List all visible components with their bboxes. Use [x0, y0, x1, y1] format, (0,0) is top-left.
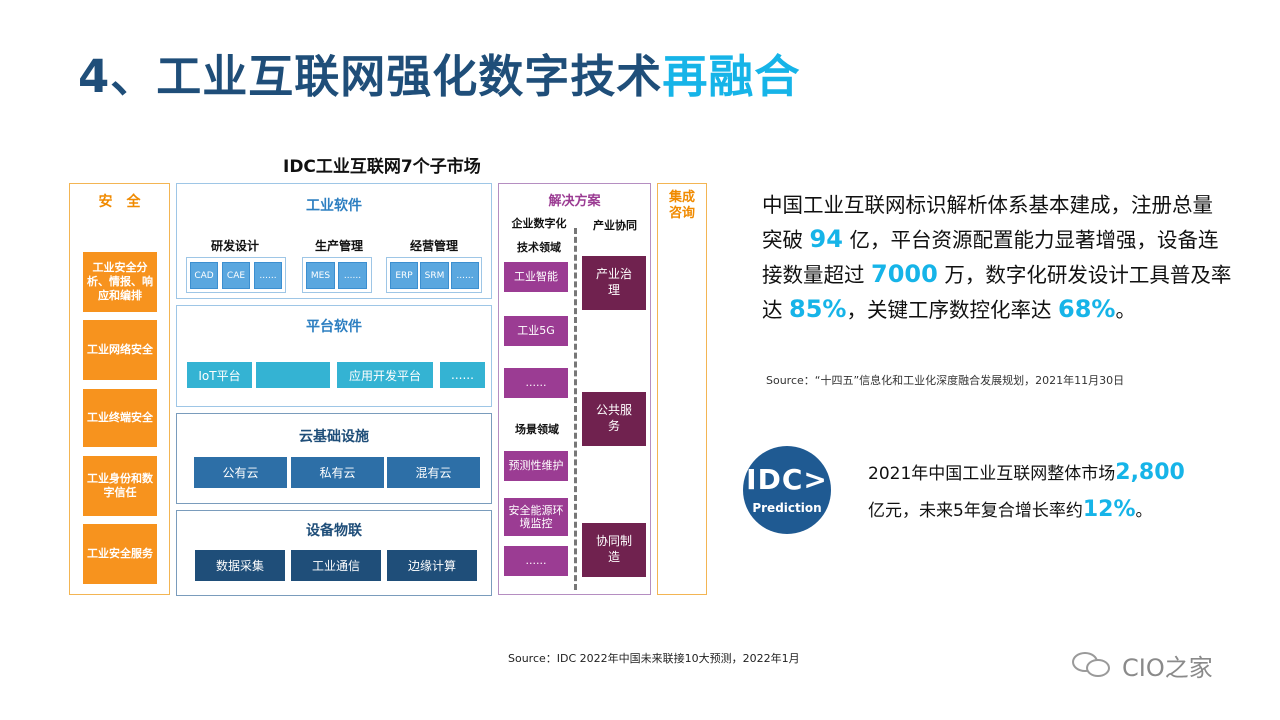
footer-source: Source：IDC 2022年中国未来联接10大预测，2022年1月: [508, 652, 800, 665]
software-chip: CAE: [222, 262, 250, 289]
market-text: 。: [1135, 501, 1153, 521]
wechat-icon: [1072, 650, 1116, 680]
iot-item: 工业通信: [291, 550, 381, 581]
info-text: 万，数字化研发设计工具普及率达: [762, 263, 1232, 322]
scene-item: ......: [504, 546, 568, 576]
software-chip: SRM: [420, 262, 449, 289]
cloud-item: 私有云: [291, 457, 384, 488]
title-main: 4、工业互联网强化数字技术: [78, 50, 663, 103]
info-number: 68%: [1058, 295, 1116, 323]
watermark: CIO之家: [1072, 648, 1242, 682]
tech-item: 工业智能: [504, 262, 568, 292]
software-chip: ......: [338, 262, 367, 289]
tech-item: ......: [504, 368, 568, 398]
logo-subtext: Prediction: [752, 501, 822, 515]
solutions-divider: [574, 228, 577, 590]
slide-title: 4、工业互联网强化数字技术再融合: [78, 40, 800, 105]
software-chip: CAD: [190, 262, 218, 289]
info-number: 94: [809, 225, 843, 253]
scene-domain-label: 场景领域: [515, 423, 559, 436]
market-paragraph: 2021年中国工业互联网整体市场2,800 亿元，未来5年复合增长率约12%。: [868, 455, 1248, 529]
iot-item: 边缘计算: [387, 550, 477, 581]
cloud-item: 公有云: [194, 457, 287, 488]
cloud-item: 混有云: [387, 457, 480, 488]
software-chip: MES: [306, 262, 335, 289]
iot-layer: 设备物联: [176, 510, 492, 596]
solutions-panel: [498, 183, 651, 595]
market-text: 2021年中国工业互联网整体市场: [868, 464, 1116, 484]
logo-text: IDC>: [746, 463, 828, 496]
platform-bar: IoT平台: [187, 362, 252, 388]
info-source: Source：“十四五”信息化和工业化深度融合发展规划，2021年11月30日: [766, 374, 1125, 387]
info-text: 亿，平台资源配置能力显著增强，设备连接数量超过: [762, 228, 1219, 287]
industrial-software-title: 工业软件: [306, 198, 362, 214]
tech-item: 工业5G: [504, 316, 568, 346]
security-item: 工业网络安全: [83, 320, 157, 380]
market-text: 亿元，未来5年复合增长率约: [868, 501, 1083, 521]
platform-software-title: 平台软件: [306, 319, 362, 335]
tech-domain-label: 技术领域: [517, 241, 561, 254]
iot-item: 数据采集: [195, 550, 285, 581]
info-text: 。: [1115, 298, 1136, 322]
platform-bar: 应用开发平台: [337, 362, 433, 388]
diagram-title: IDC工业互联网7个子市场: [283, 157, 481, 177]
scene-item: 安全能源环境监控: [504, 498, 568, 536]
platform-software-layer: 平台软件: [176, 305, 492, 407]
security-panel: [69, 183, 170, 595]
security-item: 工业安全服务: [83, 524, 157, 584]
software-chip: ERP: [390, 262, 418, 289]
integration-panel: [657, 183, 707, 595]
info-text: ，关键工序数控化率达: [846, 298, 1059, 322]
market-number: 2,800: [1115, 460, 1185, 485]
platform-bar: [256, 362, 330, 388]
security-item: 工业身份和数字信任: [83, 456, 157, 516]
coop-item: 产业治理: [582, 256, 646, 310]
software-chip: ......: [254, 262, 282, 289]
cloud-layer: 云基础设施: [176, 413, 492, 504]
industrial-software-layer: 工业软件: [176, 183, 492, 299]
cloud-title: 云基础设施: [299, 429, 369, 445]
solutions-header: 解决方案: [548, 194, 601, 209]
info-number: 85%: [789, 295, 847, 323]
scene-item: 预测性维护: [504, 451, 568, 481]
info-text: 中国工业互联网标识解析体系基本建成，注册总量突破: [762, 193, 1213, 252]
info-paragraph: 中国工业互联网标识解析体系基本建成，注册总量突破 94 亿，平台资源配置能力显著…: [762, 188, 1232, 327]
coop-item: 协同制造: [582, 523, 646, 577]
enterprise-digital-header: 企业数字化: [511, 217, 567, 230]
market-number: 12%: [1082, 497, 1136, 522]
coop-item: 公共服务: [582, 392, 646, 446]
info-number: 7000: [871, 260, 938, 288]
watermark-text: CIO之家: [1122, 653, 1213, 682]
group-label: 生产管理: [315, 239, 364, 253]
idc-prediction-logo: IDC> Prediction: [743, 446, 831, 534]
group-label: 经营管理: [410, 239, 459, 253]
platform-bar: ......: [440, 362, 485, 388]
integration-header: 集成咨询: [668, 190, 695, 222]
security-item: 工业安全分析、情报、响应和编排: [83, 252, 157, 312]
title-highlight: 再融合: [662, 50, 801, 103]
group-label: 研发设计: [211, 239, 260, 253]
security-header: 安全: [98, 194, 155, 210]
software-chip: ......: [451, 262, 479, 289]
security-item: 工业终端安全: [83, 389, 157, 447]
industry-coop-header: 产业协同: [593, 219, 637, 232]
iot-title: 设备物联: [306, 523, 362, 539]
